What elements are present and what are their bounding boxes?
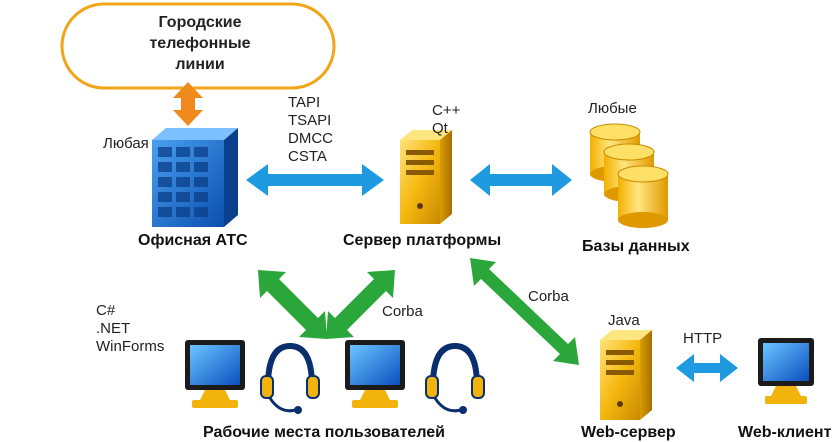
platform-caption: Сервер платформы (343, 232, 502, 249)
platform-tech: C++ Qt (432, 102, 460, 138)
db-note: Любые (588, 100, 637, 117)
pbx-platform-arrow (246, 164, 384, 196)
phone-lines-line: Городские (158, 14, 242, 31)
workstation-tech-item: WinForms (96, 338, 165, 355)
workstations-caption: Рабочие места пользователей (203, 424, 445, 441)
phone-lines-line: линии (175, 56, 225, 73)
phone-lines-label: Городские телефонные линии (100, 12, 300, 75)
pbx-server-icon (152, 128, 238, 227)
database-icon (589, 123, 669, 228)
webclient-caption: Web-клиент (738, 424, 832, 441)
webclient-link-label: HTTP (683, 330, 723, 347)
platform-tech-item: Qt (432, 120, 448, 137)
platform-tech-item: C++ (432, 102, 461, 119)
monitor-icon (758, 338, 814, 404)
db-caption: Базы данных (582, 238, 690, 255)
workstation-tech: C# .NET WinForms (96, 302, 164, 356)
headset-icon (260, 342, 320, 414)
platform-server-icon (400, 130, 452, 224)
monitor-icon (345, 340, 405, 408)
protocol-item: TAPI (288, 94, 321, 111)
pbx-caption: Офисная АТС (138, 232, 248, 249)
webserver-webclient-arrow (676, 354, 738, 382)
pbx-link-arrow (173, 82, 203, 126)
monitor-icon (185, 340, 245, 408)
workstation-tech-item: .NET (96, 320, 131, 337)
webserver-caption: Web-сервер (581, 424, 676, 441)
protocol-item: CSTA (288, 148, 327, 165)
protocol-list: TAPI TSAPI DMCC CSTA (288, 94, 333, 166)
web-server-icon (600, 330, 652, 420)
workstation-link-label: Corba (382, 303, 423, 320)
phone-lines-line: телефонные (149, 35, 251, 52)
headset-icon (425, 342, 485, 414)
webserver-tech: Java (608, 312, 640, 329)
platform-db-arrow (470, 164, 572, 196)
phone-lines-cloud (60, 2, 336, 90)
platform-webserver-arrow (470, 258, 579, 365)
workstation-tech-item: C# (96, 302, 116, 319)
protocol-item: TSAPI (288, 112, 332, 129)
platform-workstation-arrow-2 (326, 270, 395, 339)
pbx-note: Любая (103, 135, 149, 152)
protocol-item: DMCC (288, 130, 333, 147)
platform-workstation-arrow-1 (258, 270, 327, 339)
webserver-link-label: Corba (528, 288, 569, 305)
